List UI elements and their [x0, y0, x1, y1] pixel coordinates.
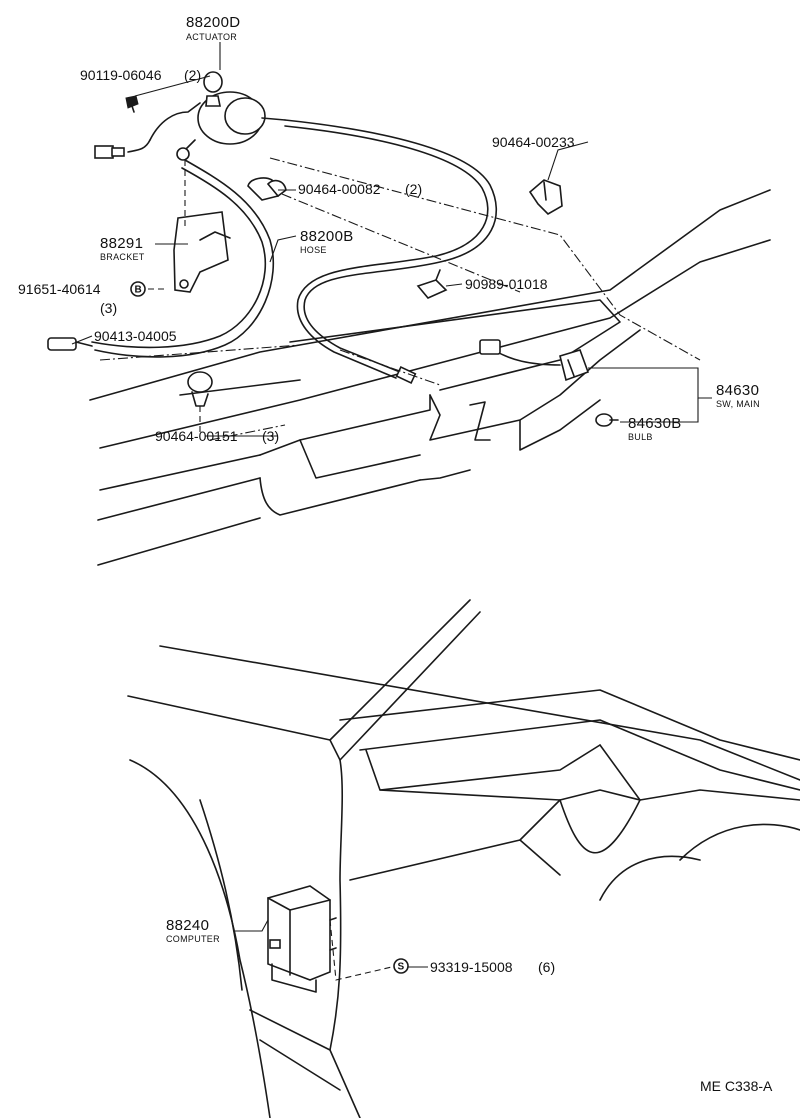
clamp-lower-part: [187, 371, 213, 407]
screw-qty-label: (2): [184, 67, 201, 83]
bracket-part: [173, 211, 231, 293]
screw-lower-number-label: 93319-15008: [430, 959, 513, 975]
bolt-number-label: 91651-40614: [18, 281, 101, 297]
actuator-cable: [284, 119, 498, 384]
clamp-lower-qty-label: (3): [262, 428, 279, 444]
main-switch-part: [479, 339, 590, 382]
footer-code-label: ME C338-A: [700, 1078, 773, 1094]
main-switch-name-label: SW, MAIN: [716, 399, 760, 409]
hose-name-label: HOSE: [300, 245, 327, 255]
bulb-number-label: 84630B: [628, 415, 682, 432]
bulb-part: [595, 413, 619, 427]
clip-right-part: [528, 179, 563, 215]
actuator-part: [94, 71, 286, 161]
clamp-center-part: [247, 177, 287, 201]
main-switch-number-label: 84630: [716, 382, 759, 399]
screw-part: [125, 95, 139, 113]
clip-right-number-label: 90464-00233: [492, 134, 575, 150]
actuator-number-label: 88200D: [186, 14, 240, 31]
computer-part: [267, 885, 337, 993]
clamp-center-qty-label: (2): [405, 181, 422, 197]
reference-lines-upper: [99, 157, 701, 441]
connector-number-label: 90413-04005: [94, 328, 177, 344]
computer-number-label: 88240: [166, 917, 209, 934]
dashboard-body-upper: [89, 189, 771, 566]
bulb-name-label: BULB: [628, 432, 653, 442]
clip-small-part: [416, 269, 448, 299]
screw-number-label: 90119-06046: [80, 67, 162, 83]
bolt-qty-label: (3): [100, 300, 117, 316]
dash-computer-screw: [329, 919, 397, 981]
actuator-name-label: ACTUATOR: [186, 32, 237, 42]
bracket-number-label: 88291: [100, 235, 143, 252]
bracket-name-label: BRACKET: [100, 252, 145, 262]
clamp-center-number-label: 90464-00082: [298, 181, 381, 197]
computer-name-label: COMPUTER: [166, 934, 220, 944]
leader-lines: [71, 42, 712, 968]
dashboard-body-lower: [127, 599, 800, 1118]
bolt-marker-circle: [130, 281, 146, 297]
hose-part: [47, 159, 275, 358]
screw-lower-marker-label: S: [398, 962, 405, 973]
clamp-lower-number-label: 90464-00151: [155, 428, 238, 444]
screw-lower-marker-circle: [393, 958, 409, 974]
screw-lower-qty-label: (6): [538, 959, 555, 975]
bolt-marker-label: B: [135, 285, 142, 296]
hose-number-label: 88200B: [300, 228, 354, 245]
clip-small-number-label: 90989-01018: [465, 276, 548, 292]
